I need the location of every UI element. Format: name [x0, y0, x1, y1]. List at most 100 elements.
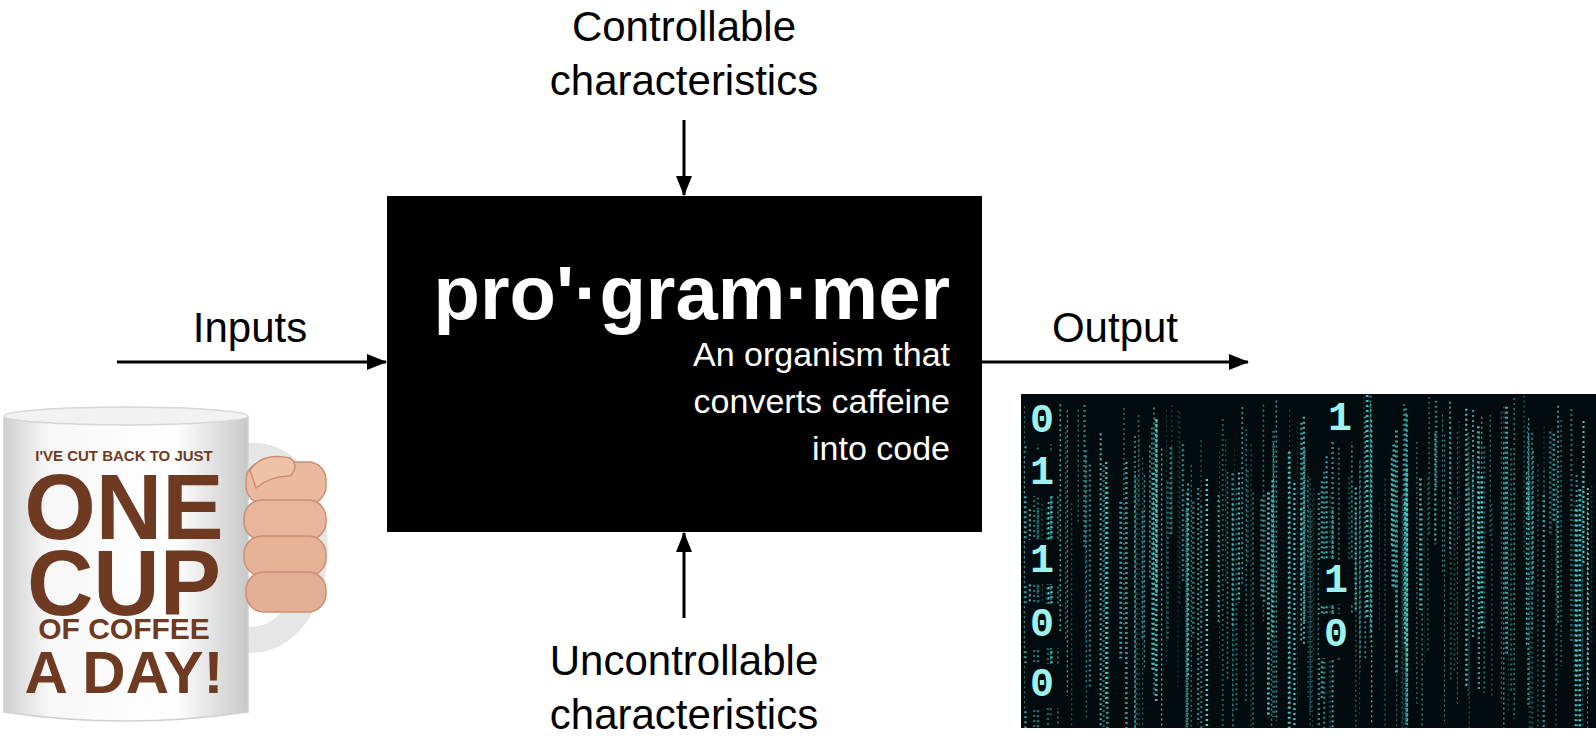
code-streak: [1529, 476, 1532, 728]
code-digit: 1: [1025, 452, 1059, 496]
code-streak: [1570, 409, 1572, 644]
code-streak: [1059, 404, 1061, 633]
code-streak: [1303, 417, 1305, 645]
code-streak: [1289, 410, 1290, 709]
code-streak: [1238, 472, 1240, 603]
code-streak: [1582, 489, 1584, 728]
code-streak: [1227, 472, 1229, 679]
code-streak: [1537, 464, 1539, 728]
code-streak: [1591, 486, 1592, 643]
code-streak: [1391, 474, 1394, 589]
input-label: Inputs: [130, 303, 370, 353]
code-streak: [1483, 446, 1485, 692]
code-streak: [1234, 449, 1235, 660]
code-streak: [1526, 473, 1527, 645]
arrows: [117, 120, 1248, 618]
code-streak: [1252, 493, 1254, 728]
code-streak: [1551, 428, 1552, 586]
code-streak: [1505, 407, 1508, 654]
code-streak: [1292, 419, 1293, 689]
output-label: Output: [995, 303, 1235, 353]
code-streak: [1142, 458, 1143, 728]
code-streak: [1309, 511, 1311, 713]
code-streak: [1308, 476, 1309, 698]
code-streak: [1078, 410, 1079, 522]
code-streak: [1272, 431, 1275, 717]
code-streak: [1138, 415, 1140, 506]
code-streak: [1105, 462, 1107, 703]
mug-slogan: A DAY!: [6, 640, 242, 706]
definition-text: An organism that converts caffeine into …: [650, 331, 950, 472]
code-streak: [1276, 401, 1278, 721]
code-streak: [1457, 432, 1458, 705]
code-streak: [1392, 444, 1395, 589]
code-digit: 0: [1319, 614, 1353, 658]
code-streak: [1575, 509, 1578, 728]
code-streak: [1241, 407, 1243, 583]
code-streak: [1218, 495, 1220, 622]
code-streak: [1083, 405, 1086, 548]
code-streak: [1454, 498, 1456, 672]
code-streak: [1403, 404, 1406, 625]
mug-rim: [4, 407, 248, 425]
code-streak: [1086, 450, 1087, 720]
code-streak: [1555, 489, 1556, 728]
finger: [244, 500, 326, 540]
code-streak: [1246, 471, 1248, 563]
code-streak: [1246, 429, 1247, 703]
code-streak: [1366, 395, 1369, 620]
code-streak: [1156, 421, 1158, 595]
code-streak: [1472, 410, 1474, 638]
code-streak: [1360, 461, 1361, 662]
code-streak: [1468, 488, 1470, 582]
code-digit: 0: [1025, 604, 1059, 648]
code-streak: [1144, 475, 1145, 670]
code-streak: [1263, 495, 1266, 605]
code-streak: [1465, 409, 1467, 686]
code-streak: [1125, 462, 1128, 728]
code-streak: [1134, 436, 1135, 728]
code-streak: [1481, 417, 1482, 513]
controllable-arrow: [683, 120, 686, 195]
code-streak: [1450, 427, 1452, 679]
code-streak: [1406, 468, 1408, 673]
code-streak: [1267, 493, 1270, 718]
thumb: [250, 457, 295, 489]
code-streak: [1236, 488, 1238, 713]
code-streak: [1177, 410, 1178, 690]
code-streak: [1385, 479, 1386, 728]
programmer-box: pro'·gram·merAn organism that converts c…: [387, 196, 982, 532]
code-streak: [1419, 478, 1422, 610]
code-streak: [1225, 439, 1226, 583]
finger: [244, 536, 326, 576]
code-digit: 1: [1319, 560, 1353, 604]
code-digit: 1: [1025, 540, 1059, 584]
code-streak: [1141, 511, 1143, 641]
code-streak: [1472, 476, 1474, 575]
code-streak: [1587, 501, 1588, 728]
code-streak: [1065, 427, 1066, 639]
code-streak: [1100, 433, 1102, 728]
finger: [246, 572, 326, 612]
code-streak: [1491, 504, 1492, 698]
code-streak: [1151, 428, 1153, 672]
code-streak: [1557, 406, 1559, 626]
code-streak: [1510, 448, 1512, 692]
code-streak: [1560, 420, 1562, 666]
code-streak: [1149, 446, 1151, 580]
code-streak: [1288, 452, 1291, 728]
code-streak: [1123, 408, 1125, 626]
code-streak: [1206, 479, 1209, 728]
code-streak: [1300, 423, 1303, 586]
code-streak: [1119, 502, 1122, 659]
code-streak: [1192, 502, 1195, 638]
code-streak: [1459, 421, 1460, 541]
mug-body: [4, 411, 248, 721]
code-streak: [1250, 444, 1252, 728]
code-streak: [1369, 396, 1371, 642]
code-streak: [1329, 496, 1331, 728]
uncontrollable-label: Uncontrollable characteristics: [504, 634, 864, 742]
code-streak: [1379, 503, 1380, 632]
code-streak: [1153, 407, 1154, 694]
code-streak: [1372, 442, 1373, 528]
